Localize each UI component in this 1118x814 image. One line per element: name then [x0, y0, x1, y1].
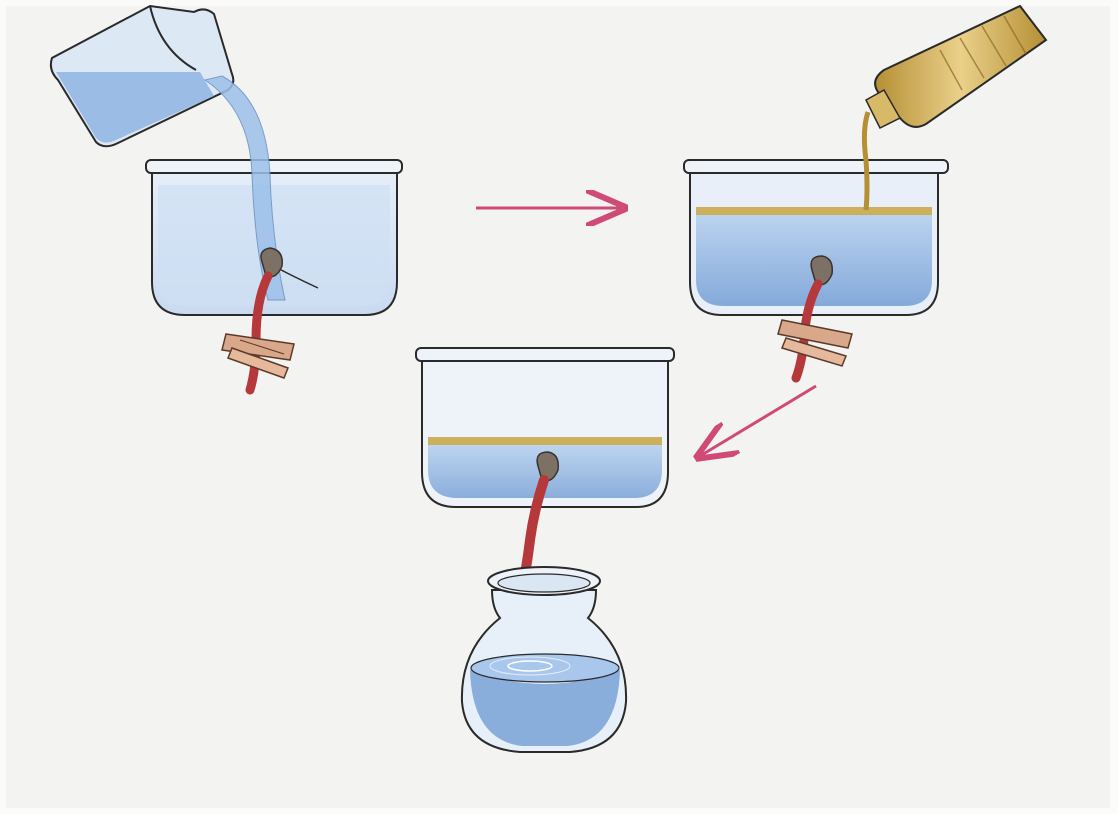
oil-stream [864, 112, 868, 210]
